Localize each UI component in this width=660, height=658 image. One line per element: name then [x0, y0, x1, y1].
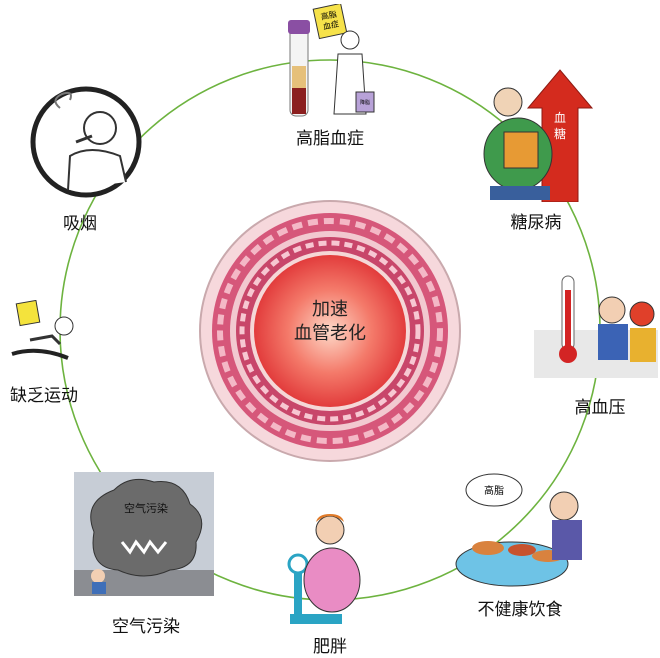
- svg-text:糖: 糖: [554, 126, 566, 141]
- label-smoking: 吸烟: [63, 214, 97, 234]
- diet-bubble-text: 高脂: [484, 484, 504, 497]
- center-label-line1: 加速: [312, 299, 348, 320]
- center-label-line2: 血管老化: [294, 323, 366, 344]
- label-lack-of-exercise: 缺乏运动: [10, 386, 78, 406]
- lack-of-exercise-illustration: [11, 300, 74, 360]
- label-hyperlipidemia: 高脂血症: [296, 129, 364, 149]
- unhealthy-diet-illustration: 高脂: [455, 473, 582, 587]
- hyperlipidemia-sign-text: 高脂: [320, 9, 338, 22]
- hypertension-illustration: [534, 275, 658, 378]
- air-pollution-illustration: 空气污染: [74, 472, 214, 596]
- pollution-cloud-text: 空气污染: [124, 501, 168, 515]
- label-unhealthy-diet: 不健康饮食: [477, 600, 563, 620]
- blood-vessel-cross-section: [199, 200, 461, 462]
- obesity-illustration: [287, 514, 361, 624]
- smoking-illustration: [30, 86, 142, 198]
- center-label: 加速 血管老化: [294, 298, 366, 346]
- hyperlipidemia-illustration: 高脂 血症 降脂: [288, 4, 375, 117]
- svg-text:血症: 血症: [322, 18, 340, 31]
- label-obesity: 肥胖: [313, 637, 347, 657]
- label-diabetes: 糖尿病: [510, 213, 562, 233]
- diabetes-arrow-text: 血: [554, 111, 566, 125]
- diabetes-illustration: 血 糖: [483, 69, 594, 202]
- label-hypertension: 高血压: [574, 398, 626, 418]
- label-air-pollution: 空气污染: [112, 617, 180, 637]
- hyperlipidemia-bag-text: 降脂: [360, 99, 370, 106]
